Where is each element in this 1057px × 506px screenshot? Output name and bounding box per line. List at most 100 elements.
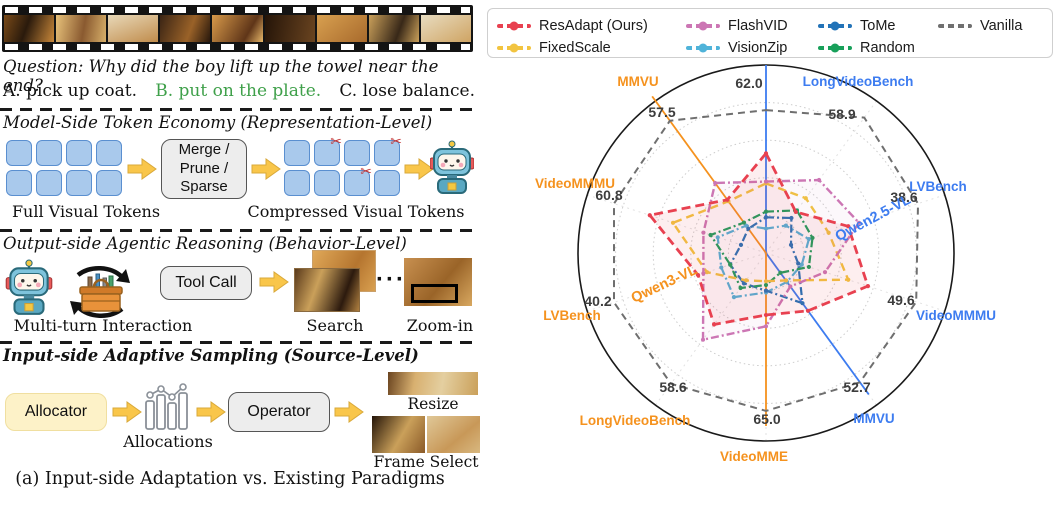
axis-spoke: [765, 194, 945, 254]
series-vertex-dot: [744, 223, 749, 228]
panel-a: Question: Why did the boy lift up the to…: [0, 0, 482, 506]
legend-marker: [818, 43, 852, 53]
legend-dot: [509, 21, 519, 31]
multi-turn-cycle-toolbox-icon: [70, 266, 130, 318]
series-vertex-dot: [695, 272, 701, 278]
chart-legend: ResAdapt (Ours) FixedScale FlashVID Visi…: [487, 8, 1053, 58]
compressed-visual-tokens-grid: ✂ ✂ ✂: [284, 134, 402, 196]
visual-token-pruned: ✂: [374, 134, 402, 166]
legend-item-flashvid: FlashVID: [686, 18, 788, 34]
vanilla-value-label: 62.0: [735, 75, 762, 91]
label-search: Search: [306, 316, 364, 335]
vanilla-value-label: 49.6: [887, 292, 914, 308]
arrow-right-icon: [334, 401, 364, 423]
label-zoom-in: Zoom-in: [406, 316, 474, 335]
legend-marker: [686, 43, 720, 53]
dashed-divider: [0, 341, 480, 344]
series-vertex-dot: [822, 270, 828, 275]
legend-marker: [497, 43, 531, 53]
series-vertex-dot: [805, 308, 811, 313]
search-image: [294, 268, 360, 312]
series-vertex-dot: [701, 230, 706, 235]
axis-label-LongVideoBench: LongVideoBench: [580, 413, 691, 428]
legend-label: VisionZip: [728, 40, 788, 56]
series-vertex-dot: [763, 279, 769, 284]
legend-item-visionzip: VisionZip: [686, 40, 787, 56]
series-vertex-dot: [763, 215, 769, 220]
series-vertex-dot: [741, 281, 746, 286]
series-vertex-dot: [731, 295, 737, 300]
legend-label: ResAdapt (Ours): [539, 18, 648, 34]
model-sector-line: [765, 252, 870, 395]
full-visual-tokens-grid: [6, 140, 122, 196]
option-c: C. lose balance.: [339, 81, 475, 101]
legend-label: FixedScale: [539, 40, 611, 56]
video-filmstrip: [2, 5, 473, 52]
series-vertex-dot: [783, 278, 788, 283]
scissors-icon: ✂: [330, 134, 342, 150]
legend-dot: [830, 21, 840, 31]
series-vertex-dot: [826, 230, 831, 235]
section-title-model-side: Model-Side Token Economy (Representation…: [3, 113, 433, 132]
visual-token-pruned: ✂: [314, 134, 342, 166]
allocations-bar-chart-icon: [145, 383, 188, 430]
zoom-region-rectangle: [410, 283, 459, 304]
video-frame: [56, 15, 107, 42]
merge-prune-sparse-box: Merge / Prune / Sparse: [161, 139, 247, 199]
axis-label-VideoMMMU: VideoMMMU: [535, 176, 615, 191]
series-vertex-dot: [719, 265, 724, 270]
legend-item-vanilla: Vanilla: [938, 18, 1022, 34]
panel-b: ResAdapt (Ours) FixedScale FlashVID Visi…: [482, 0, 1057, 506]
visual-token: [374, 170, 400, 196]
dashed-divider: [0, 108, 480, 111]
ellipsis-dots: ···: [376, 266, 406, 293]
series-vertex-dot: [788, 242, 794, 247]
axis-spoke: [587, 252, 767, 312]
series-vertex-dot: [647, 213, 652, 218]
box-line: Prune /: [179, 159, 229, 177]
series-vertex-dot: [810, 235, 815, 240]
series-vertex-dot: [763, 209, 769, 214]
axis-label-LongVideoBench: LongVideoBench: [803, 74, 914, 89]
series-vertex-dot: [778, 270, 783, 275]
series-vertex-dot: [800, 301, 805, 306]
video-frame: [420, 15, 471, 42]
legend-item-resadapt: ResAdapt (Ours): [497, 18, 648, 34]
series-vertex-dot: [796, 261, 801, 266]
section-title-output-side: Output-side Agentic Reasoning (Behavior-…: [3, 234, 407, 253]
visual-token: [284, 170, 310, 196]
video-frame: [212, 15, 263, 42]
series-vertex-dot: [713, 180, 718, 186]
vanilla-value-label: 60.8: [595, 187, 622, 203]
series-vertex-dot: [763, 324, 769, 329]
series-vertex-dot: [738, 242, 744, 247]
series-vertex-dot: [725, 197, 730, 202]
legend-marker: [818, 21, 852, 31]
label-compressed-tokens: Compressed Visual Tokens: [247, 202, 465, 221]
vanilla-value-label: 52.7: [843, 379, 870, 395]
search-result-images: [294, 250, 376, 312]
legend-label: Vanilla: [980, 18, 1023, 34]
option-a: A. pick up coat.: [3, 81, 137, 101]
series-vertex-dot: [806, 264, 812, 270]
box-line: Sparse: [180, 178, 228, 196]
dashed-divider: [0, 229, 480, 232]
series-vertex-dot: [865, 284, 871, 289]
series-vertex-dot: [670, 220, 676, 225]
legend-dot: [698, 43, 708, 53]
frame-select-image: [372, 416, 425, 453]
arrow-right-icon: [127, 158, 157, 180]
series-vertex-dot: [783, 223, 788, 228]
answer-options: A. pick up coat. B. put on the plate. C.…: [3, 81, 475, 101]
visual-token: [96, 170, 122, 196]
legend-item-random: Random: [818, 40, 915, 56]
legend-dot: [830, 43, 840, 53]
vanilla-value-label: 40.2: [584, 293, 611, 309]
visual-token: [314, 170, 340, 196]
series-vertex-dot: [799, 262, 804, 267]
video-frame: [316, 15, 367, 42]
legend-dot: [698, 21, 708, 31]
series-vertex-dot: [746, 226, 751, 231]
